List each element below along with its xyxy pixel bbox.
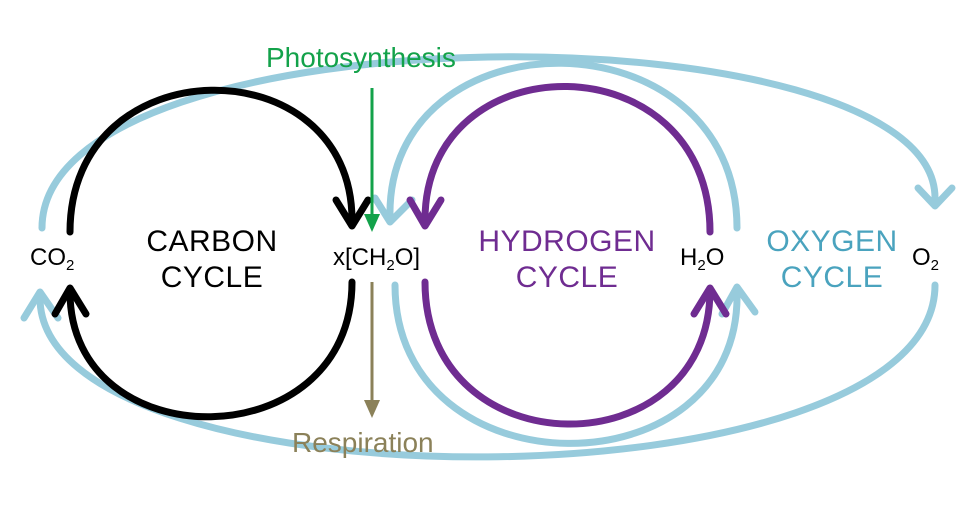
oxygen-arrowhead-o2: [914, 184, 956, 210]
hydrogen-cycle-label: HYDROGEN CYCLE: [462, 224, 672, 296]
o2-subscript: 2: [930, 257, 940, 274]
hydrogen-arrowhead-h2o: [690, 284, 730, 318]
ch2o-label: x[CH2O]: [333, 244, 421, 274]
hydrogen-cycle-label-line1: HYDROGEN: [478, 225, 656, 258]
oxygen-cycle-label: OXYGEN CYCLE: [752, 224, 912, 296]
oxygen-cycle-label-line1: OXYGEN: [766, 225, 898, 258]
respiration-arrowhead: [364, 400, 380, 418]
hydrogen-arrowhead-ch2o: [406, 196, 445, 230]
o2-label: O2: [912, 244, 939, 274]
h2o-label: H2O: [680, 244, 725, 274]
oxygen-outer-arc-bottom: [36, 281, 939, 461]
oxygen-cycle-label-line2: CYCLE: [780, 261, 884, 294]
hydrogen-arc-bottom: [421, 278, 714, 428]
carbon-arrowhead-co2: [51, 284, 90, 318]
photosynthesis-arrowhead: [364, 214, 380, 232]
carbon-arc-top: [66, 86, 356, 236]
carbon-cycle-label: CARBON CYCLE: [122, 224, 302, 296]
co2-base: CO: [30, 244, 66, 271]
o2-base: O: [912, 244, 931, 271]
h2o-prefix: H: [680, 244, 698, 271]
h2o-subscript: 2: [697, 257, 706, 274]
hydrogen-cycle-label-line2: CYCLE: [515, 261, 619, 294]
oxygen-inner-arc-bottom: [391, 281, 741, 447]
carbon-arrowhead-ch2o: [332, 196, 372, 230]
respiration-label: Respiration: [292, 427, 434, 458]
h2o-suffix: O: [705, 244, 725, 271]
carbon-cycle-label-line1: CARBON: [146, 225, 278, 258]
oxygen-arrowhead-co2: [20, 288, 62, 322]
ch2o-subscript: 2: [386, 257, 395, 274]
photosynthesis-label: Photosynthesis: [266, 42, 456, 73]
co2-label: CO2: [30, 244, 74, 274]
ch2o-prefix: x[CH: [333, 244, 387, 271]
oxygen-arrowhead-ch2o: [371, 194, 416, 226]
ch2o-suffix: O]: [394, 244, 421, 271]
oxygen-outer-arc-top: [38, 53, 939, 232]
co2-subscript: 2: [66, 257, 75, 274]
oxygen-inner-arc-top: [386, 59, 741, 232]
oxygen-arrowhead-h2o: [718, 283, 759, 318]
hydrogen-arc-top: [421, 83, 714, 236]
carbon-cycle-label-line2: CYCLE: [160, 261, 264, 294]
carbon-arc-bottom: [66, 278, 356, 421]
